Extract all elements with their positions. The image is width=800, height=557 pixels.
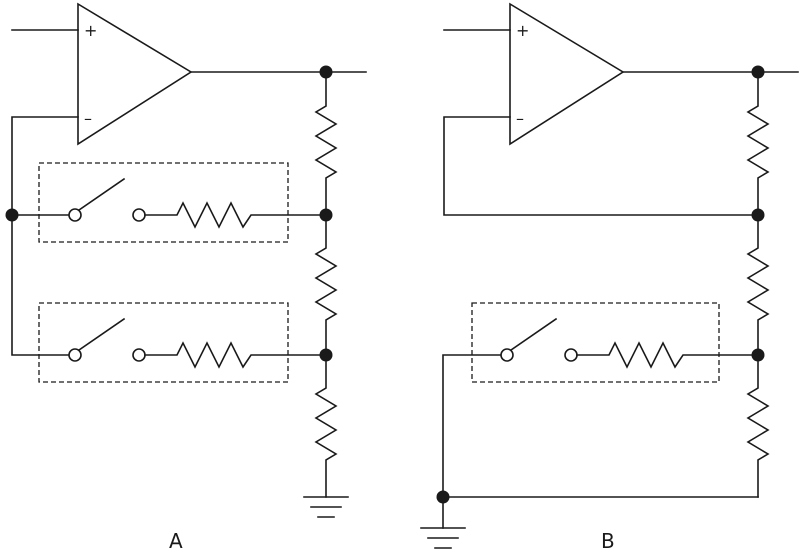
opamp-a: [77, 2, 193, 146]
junction-dot: [319, 208, 333, 222]
switch-terminal: [68, 208, 82, 222]
switch-wire-b: [442, 354, 505, 498]
feedback-wire-a: [11, 116, 79, 356]
circuit-label-a: A: [169, 529, 183, 553]
switch-terminal: [564, 348, 578, 362]
feedback-wire-b: [443, 116, 759, 216]
junction-dot: [5, 208, 19, 222]
opamp-a-minus-label: –: [84, 109, 92, 128]
branch-resistor-a2: [144, 341, 327, 369]
resistor-b3: [746, 354, 770, 498]
circuit-label-b: B: [601, 529, 615, 553]
resistor-a1: [314, 71, 338, 216]
ground-icon: [420, 527, 466, 549]
junction-dot: [319, 348, 333, 362]
junction-dot: [751, 348, 765, 362]
opamp-a-plus-label: +: [84, 21, 97, 40]
opamp-b-plus-label: +: [516, 21, 529, 40]
junction-dot: [436, 490, 450, 504]
branch-resistor-b: [576, 341, 759, 369]
switch-box-a2: [38, 302, 289, 383]
switch-blade-icon: [509, 317, 558, 352]
circuit-a: + – A: [5, 2, 367, 553]
switch-blade-icon: [77, 317, 126, 352]
switch-box-b: [471, 302, 720, 383]
resistor-a2: [314, 214, 338, 356]
switch-blade-icon: [77, 177, 126, 212]
resistor-b2: [746, 214, 770, 356]
junction-dot: [319, 65, 333, 79]
switch-box-a1: [38, 162, 289, 243]
switch-terminal: [132, 208, 146, 222]
branch-resistor-a1: [144, 201, 327, 229]
resistor-b1: [746, 71, 770, 216]
opamp-b: [509, 2, 625, 146]
switch-terminal: [132, 348, 146, 362]
switch-terminal: [500, 348, 514, 362]
resistor-a3: [314, 354, 338, 498]
circuit-b: + – B: [420, 2, 799, 553]
junction-dot: [751, 65, 765, 79]
opamp-b-minus-label: –: [516, 109, 524, 128]
switch-terminal: [68, 348, 82, 362]
junction-dot: [751, 208, 765, 222]
ground-icon: [303, 496, 349, 518]
